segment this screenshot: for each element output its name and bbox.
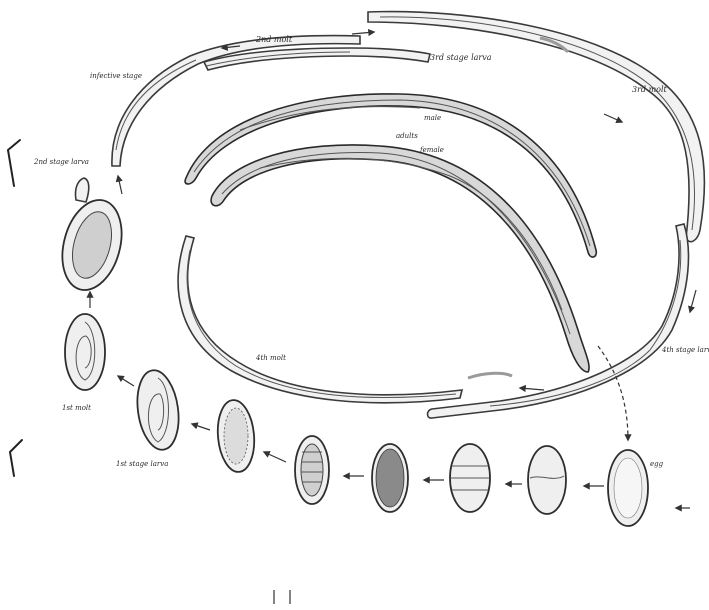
label-second-stage-larva: 2nd stage larva — [33, 158, 89, 166]
label-first-molt: 1st molt — [62, 404, 91, 412]
egg-stage-1 — [215, 399, 257, 474]
label-third-stage-larva: 3rd stage larva — [430, 53, 492, 62]
label-male: male — [424, 114, 441, 122]
egg-first-molt — [65, 314, 105, 390]
label-first-stage-larva: 1st stage larva — [116, 460, 168, 468]
shed-cuticle-left — [468, 373, 512, 378]
label-fourth-molt: 4th molt — [255, 354, 286, 362]
label-fourth-stage-larva: 4th stage larva — [661, 346, 709, 354]
label-female: female — [419, 146, 444, 154]
egg-stage-4 — [450, 444, 490, 512]
egg-hatching — [53, 178, 131, 297]
bracket-mark-top — [8, 140, 20, 186]
bracket-mark-bottom — [10, 440, 22, 476]
label-adults: adults — [396, 132, 418, 140]
worm-fourth-stage-larva — [428, 224, 689, 418]
egg-stage-2 — [295, 436, 329, 504]
worm-third-stage-larva — [368, 12, 704, 242]
worm-fourth-molt — [178, 236, 462, 403]
egg-stage-3 — [372, 444, 408, 512]
label-third-molt: 3rd molt — [632, 85, 668, 94]
bottom-tick-marks — [274, 590, 290, 604]
egg-stage-5 — [528, 446, 566, 514]
label-second-molt-top: 2nd molt — [255, 35, 293, 44]
egg-first-stage-larva — [133, 368, 184, 453]
label-egg: egg — [650, 460, 664, 468]
label-infective-stage: infective stage — [90, 72, 142, 80]
worm-adult-female — [211, 145, 589, 372]
egg-stage-6 — [608, 450, 648, 526]
